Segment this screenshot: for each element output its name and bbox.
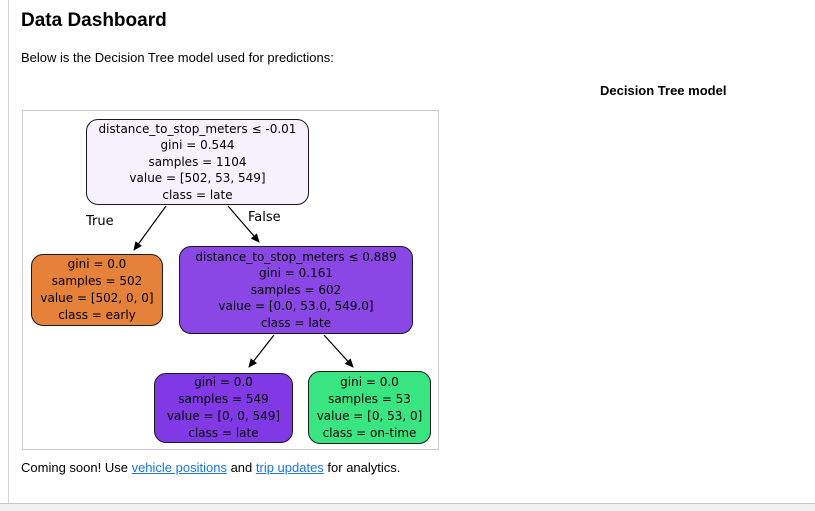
trip-updates-link[interactable]: trip updates — [255, 460, 324, 475]
node-value: value = [0.0, 53.0, 549.0] — [218, 299, 374, 314]
node-class: class = late — [188, 426, 259, 440]
tree-node-internal: distance_to_stop_meters ≤ 0.889 gini = 0… — [179, 246, 413, 334]
edge-label-true: True — [86, 214, 114, 229]
footer-suffix: for analytics. — [323, 460, 401, 475]
node-gini: gini = 0.544 — [160, 138, 235, 153]
window-left-border — [8, 0, 9, 503]
edge-internal-left — [248, 334, 275, 368]
tree-node-leaf-late: gini = 0.0 samples = 549 value = [0, 0, … — [154, 373, 293, 443]
node-split-rule: distance_to_stop_meters ≤ -0.01 — [98, 121, 297, 136]
footer-middle: and — [226, 460, 256, 475]
page-title: Data Dashboard — [21, 10, 167, 31]
decision-tree-image: distance_to_stop_meters ≤ -0.01 gini = 0… — [22, 110, 439, 450]
footer-text: Coming soon! Use vehicle positions and t… — [21, 460, 400, 475]
node-value: value = [502, 0, 0] — [40, 291, 154, 305]
node-class: class = late — [162, 187, 233, 202]
edge-label-false: False — [248, 210, 281, 225]
tree-edges — [133, 205, 354, 368]
node-samples: samples = 602 — [250, 282, 342, 297]
node-class: class = on-time — [322, 425, 417, 440]
edge-root-true — [133, 205, 167, 251]
vehicle-positions-link[interactable]: vehicle positions — [131, 460, 227, 475]
node-samples: samples = 53 — [328, 391, 411, 406]
node-class: class = late — [260, 315, 332, 330]
tree-node-leaf-ontime: gini = 0.0 samples = 53 value = [0, 53, … — [308, 371, 431, 444]
node-value: value = [502, 53, 549] — [129, 171, 266, 186]
node-samples: samples = 549 — [178, 392, 269, 406]
node-class: class = early — [58, 308, 136, 322]
node-split-rule: distance_to_stop_meters ≤ 0.889 — [195, 249, 397, 264]
intro-text: Below is the Decision Tree model used fo… — [21, 50, 334, 65]
tree-node-leaf-early: gini = 0.0 samples = 502 value = [502, 0… — [31, 254, 163, 326]
node-gini: gini = 0.0 — [340, 374, 399, 389]
node-samples: samples = 1104 — [148, 154, 247, 169]
edge-internal-right — [323, 334, 354, 368]
node-gini: gini = 0.0 — [67, 257, 127, 271]
node-samples: samples = 502 — [51, 274, 143, 288]
node-gini: gini = 0.0 — [194, 375, 253, 389]
footer-prefix: Coming soon! Use — [21, 460, 132, 475]
node-value: value = [0, 53, 0] — [316, 408, 423, 423]
tree-node-root: distance_to_stop_meters ≤ -0.01 gini = 0… — [86, 119, 309, 205]
node-value: value = [0, 0, 549] — [166, 409, 281, 423]
edge-root-false — [227, 205, 260, 243]
node-gini: gini = 0.161 — [259, 266, 333, 281]
window-bottom-bar — [0, 503, 815, 511]
figure-title: Decision Tree model — [600, 83, 727, 98]
